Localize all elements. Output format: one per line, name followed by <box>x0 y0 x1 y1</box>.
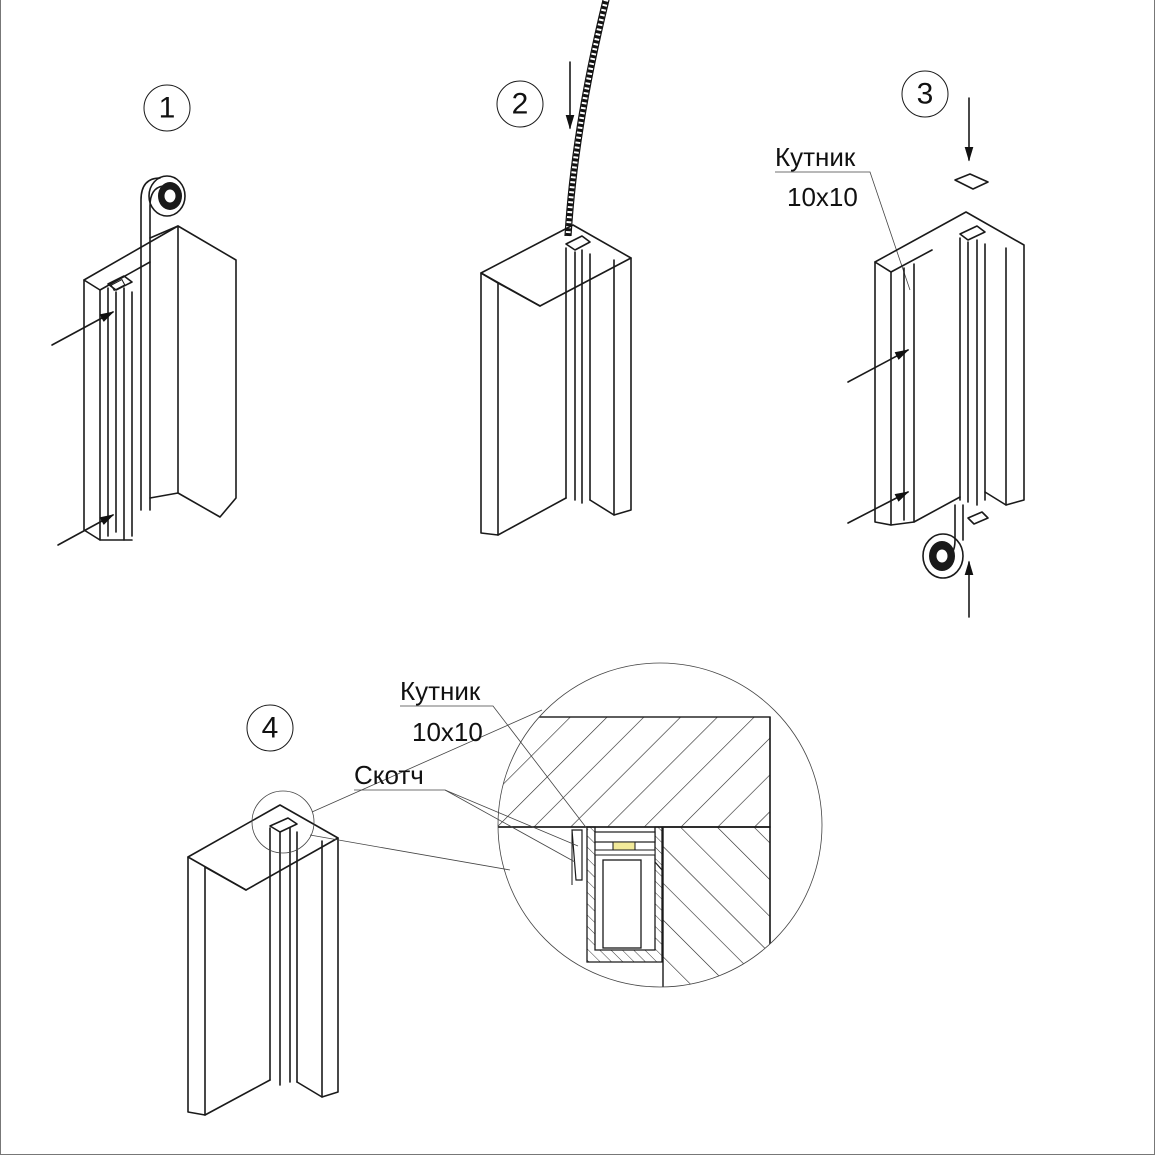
step-4-top-edge <box>187 804 339 891</box>
detail-circle <box>497 662 823 988</box>
detail-profile-cavity <box>602 859 642 949</box>
step-2-number: 2 <box>512 88 529 121</box>
step-3-number: 3 <box>917 78 934 111</box>
detail-kutnik <box>571 829 583 881</box>
step-3-label-line1: Кутник <box>775 142 856 172</box>
detail-callout-circle <box>251 790 315 854</box>
step-1-badge <box>143 84 191 132</box>
step-1: 1 <box>51 84 237 546</box>
kutnik-strip <box>903 263 915 523</box>
step-4-number: 4 <box>262 712 279 745</box>
corner-piece-top <box>954 173 989 190</box>
step-2-badge <box>496 80 544 128</box>
step-3-back-panel <box>874 211 1025 506</box>
step-2-wire <box>565 0 609 237</box>
detail-label-tape: Скотч <box>354 760 424 790</box>
detail-leader-tape-2 <box>444 789 576 863</box>
step-1-back-panel <box>149 225 237 518</box>
step-3-arrow-lower <box>847 491 910 524</box>
step-3-profile <box>959 237 986 506</box>
step-2-profile <box>565 247 591 504</box>
step-1-arrow-lower <box>57 514 115 546</box>
tape-roll-icon <box>148 175 186 217</box>
step-3-badge <box>901 70 949 118</box>
detail-top-board <box>498 716 771 828</box>
detail-side-board <box>662 826 771 987</box>
detail-label-size: 10x10 <box>412 717 483 747</box>
step-1-arrow-upper <box>51 311 115 346</box>
detail-label-kutnik: Кутник <box>400 676 481 706</box>
step-4-profile <box>269 827 298 1086</box>
step-1-tape <box>140 177 164 511</box>
step-4: 4 <box>187 704 543 1116</box>
detail-leader-kutnik <box>400 705 589 831</box>
step-2-top-edge <box>480 224 632 307</box>
detail-led-strip <box>612 841 636 851</box>
step-4-badge <box>246 704 294 752</box>
step-1-front-panel-edge <box>83 279 101 541</box>
step-3-arrow-upper <box>847 349 910 383</box>
step-3-label-line2: 10x10 <box>787 182 858 212</box>
step-1-profile <box>107 287 133 541</box>
tape-roll-icon <box>922 533 964 579</box>
step-2: 2 <box>480 0 632 536</box>
step-1-number: 1 <box>159 92 176 125</box>
corner-piece-bottom <box>967 511 989 525</box>
detail-section: Кутник 10x10 Скотч <box>354 662 823 988</box>
step-3: 3 Кутник 10x10 <box>775 70 1025 618</box>
